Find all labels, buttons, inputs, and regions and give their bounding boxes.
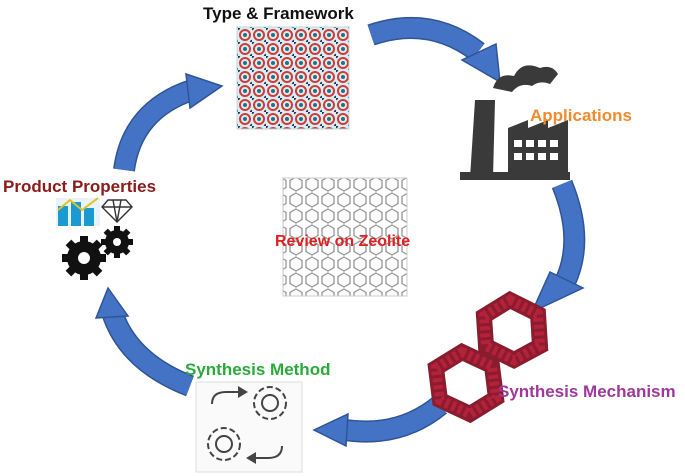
zeolite-cage-image — [282, 177, 408, 297]
arrow-framework-to-applications — [367, 16, 501, 84]
label-synthesis-mechanism: Synthesis Mechanism — [498, 382, 676, 401]
label-type-framework: Type & Framework — [203, 4, 354, 23]
diamond-icon — [101, 199, 133, 223]
label-synthesis-method: Synthesis Method — [185, 360, 331, 379]
arrow-mechanism-to-method — [312, 396, 447, 448]
arrow-properties-to-framework — [113, 72, 224, 172]
zeolite-ring-image — [427, 290, 549, 424]
label-review-on-zeolite: Review on Zeolite — [275, 233, 411, 250]
arrow-method-to-properties — [94, 286, 195, 397]
zeolite-framework-image — [236, 26, 350, 130]
gear-cycle-icon — [195, 381, 303, 473]
gears-icon — [60, 226, 140, 286]
cycle-arrows — [94, 16, 586, 448]
label-product-properties: Product Properties — [3, 177, 157, 196]
label-applications: Applications — [530, 106, 633, 125]
arrow-applications-to-mechanism — [530, 179, 586, 314]
bar-chart-icon — [56, 197, 100, 226]
factory-icon — [460, 65, 570, 180]
